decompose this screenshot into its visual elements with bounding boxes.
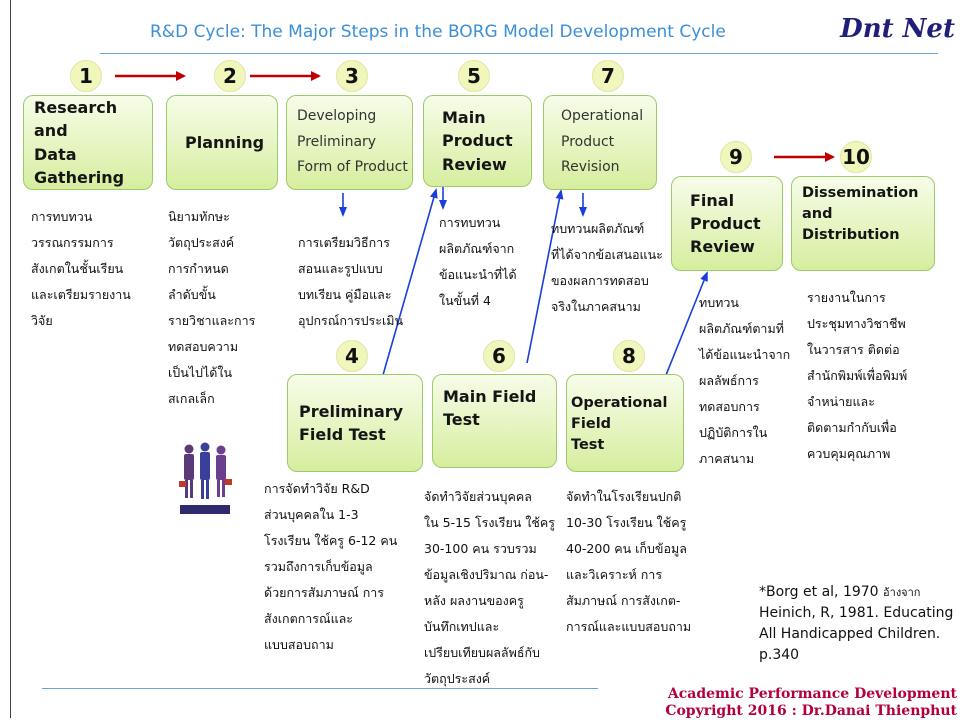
- left-border: [10, 0, 11, 718]
- consultants-image: [178, 435, 232, 517]
- step-label-10: Dissemination and Distribution: [802, 185, 919, 244]
- step-desc-10: รายงานในการ ประชุมทางวิชาชีพ ในวารสาร ติ…: [807, 290, 908, 461]
- step-desc-3: การเตรียมวิธีการ สอนและรูปแบบ บทเรียน คู…: [298, 235, 404, 328]
- step-number-7: 7: [592, 60, 624, 92]
- step-desc-9: ทบทวน ผลิตภัณฑ์ตามที่ ได้ข้อแนะนำจาก ผลล…: [699, 295, 791, 466]
- reference-citation: *Borg et al, 1970 อ้างจาก Heinich, R, 19…: [759, 582, 953, 666]
- step-desc-4: การจัดทำวิจัย R&D ส่วนบุคคลใน 1-3 โรงเรี…: [264, 481, 398, 652]
- step-label-9: Final Product Review: [690, 190, 761, 257]
- step-label-1: Research and Data Gathering: [34, 98, 125, 187]
- step-box-3: Developing Preliminary Form of Product: [286, 95, 413, 190]
- step-number-3: 3: [336, 60, 368, 92]
- step-number-4: 4: [336, 340, 368, 372]
- step-label-3: Developing Preliminary Form of Product: [297, 107, 408, 176]
- step-number-9: 9: [720, 141, 752, 173]
- slide-title: R&D Cycle: The Major Steps in the BORG M…: [150, 22, 726, 42]
- reference-line1: *Borg et al, 1970: [759, 584, 879, 600]
- step-label-4: Preliminary Field Test: [299, 401, 404, 444]
- footer-copyright: Copyright 2016 : Dr.Danai Thienphut: [665, 703, 957, 719]
- step-box-10: Dissemination and Distribution: [791, 176, 935, 271]
- step-desc-2: นิยามทักษะ วัตถุประสงค์ การกำหนด ลำดับขั…: [168, 209, 256, 406]
- step-number-2: 2: [214, 60, 246, 92]
- step-box-8: Operational Field Test: [566, 374, 684, 472]
- step-label-7: Operational Product Revision: [561, 107, 644, 176]
- step-box-1: Research and Data Gathering: [23, 95, 153, 190]
- step-label-6: Main Field Test: [443, 387, 537, 430]
- footer-divider: [42, 688, 598, 689]
- step-label-2: Planning: [185, 132, 265, 152]
- step-box-2: Planning: [166, 95, 278, 190]
- step-box-6: Main Field Test: [432, 374, 557, 468]
- step-box-5: Main Product Review: [423, 95, 532, 187]
- step-desc-8: จัดทำในโรงเรียนปกติ 10-30 โรงเรียน ใช้คร…: [566, 489, 692, 634]
- step-box-7: Operational Product Revision: [543, 95, 657, 190]
- step-number-1: 1: [70, 60, 102, 92]
- reference-line1-small: อ้างจาก: [883, 586, 921, 599]
- arrow-6-to-7: [526, 189, 564, 364]
- step-number-8: 8: [613, 340, 645, 372]
- step-desc-6: จัดทำวิจัยส่วนบุคคล ใน 5-15 โรงเรียน ใช้…: [424, 489, 555, 686]
- step-desc-7: ทบทวนผลิตภัณฑ์ ที่ได้จากข้อเสนอแนะ ของผล…: [551, 221, 663, 314]
- step-number-6: 6: [483, 340, 515, 372]
- reference-rest: Heinich, R, 1981. Educating All Handicap…: [759, 605, 954, 663]
- title-divider: [100, 53, 938, 54]
- step-label-5: Main Product Review: [442, 108, 513, 174]
- step-number-10: 10: [840, 141, 872, 173]
- step-box-4: Preliminary Field Test: [287, 374, 423, 472]
- step-desc-5: การทบทวน ผลิตภัณฑ์จาก ข้อแนะนำที่ได้ ในข…: [439, 215, 517, 308]
- step-desc-1: การทบทวน วรรณกรรมการ สังเกตในชั้นเรียน แ…: [31, 209, 131, 328]
- step-number-5: 5: [458, 60, 490, 92]
- arrow-4-to-5: [382, 188, 438, 376]
- arrow-8-to-9: [659, 271, 708, 391]
- step-box-9: Final Product Review: [671, 176, 783, 271]
- footer-title: Academic Performance Development: [667, 686, 957, 702]
- brand-logo: Dnt Net: [840, 14, 955, 44]
- step-label-8: Operational Field Test: [571, 395, 668, 454]
